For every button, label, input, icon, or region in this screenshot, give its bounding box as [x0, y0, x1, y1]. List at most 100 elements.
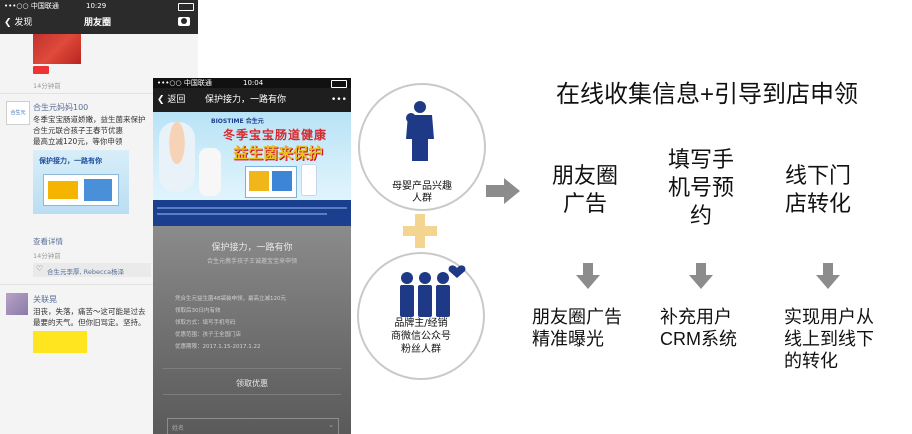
product-label — [272, 171, 292, 191]
title-line: 店转化 — [784, 191, 851, 216]
arrow-down-icon — [816, 263, 840, 289]
brand-logo: BIOSTIME 合生元 — [211, 118, 264, 125]
title-line: 朋友圈 — [551, 163, 618, 188]
band-text-line — [157, 207, 347, 209]
group-of-people-icon — [400, 265, 466, 317]
result-line: 朋友圈广告 — [532, 307, 622, 327]
back-button[interactable]: ❮ 发现 — [4, 12, 32, 34]
post-ad-image[interactable]: 保护接力，一路有你 — [33, 150, 129, 214]
post-author[interactable]: 合生元妈妈100 — [33, 103, 89, 112]
camera-icon[interactable] — [178, 17, 190, 26]
chevron-down-icon: ⌄ — [328, 421, 334, 429]
page-title: 朋友圈 — [84, 18, 112, 28]
column-2-result: 补充用户 CRM系统 — [660, 306, 737, 350]
divider — [0, 93, 198, 94]
circle-label-line-2: 人群 — [412, 193, 432, 204]
banner-headline-2: 益生菌来保护 — [233, 144, 324, 162]
post-text-line-1: 泪丧，失落，痛苦～这可能是过去 — [33, 307, 146, 316]
product-box — [245, 166, 297, 198]
post-image[interactable] — [33, 34, 81, 64]
post-text-line-3: 最高立减120元，等你申领 — [33, 137, 123, 146]
mother-baby-icon — [406, 101, 434, 161]
name-field-placeholder: 姓名 — [172, 425, 185, 432]
post-time: 14分钟前 — [33, 252, 61, 260]
result-line: CRM系统 — [660, 329, 737, 349]
arrow-right-icon — [486, 178, 520, 204]
avatar[interactable] — [6, 293, 28, 315]
likes-names[interactable]: 合生元李厚, Rebecca杨泽 — [47, 268, 125, 276]
ad-card-text: 保护接力，一路有你 — [39, 157, 102, 165]
back-button[interactable]: ❮ 返回 — [157, 88, 185, 112]
clock: 10:29 — [86, 2, 107, 10]
back-label: 发现 — [14, 18, 33, 28]
page-title: 保护接力，一路有你 — [205, 95, 287, 105]
offer-subtitle: 合生元携手孩子王诚邀宝宝来申领 — [206, 258, 297, 265]
avatar[interactable]: 合生元 — [6, 101, 30, 125]
chevron-left-icon: ❮ — [4, 18, 12, 28]
nav-bar: ❮ 发现 朋友圈 — [0, 12, 198, 34]
column-3-title: 线下门 店转化 — [783, 162, 853, 218]
offer-info-line: 领取后30日内有效 — [175, 308, 221, 314]
offer-form: 保护接力，一路有你 合生元携手孩子王诚邀宝宝来申领 凭合生元益生菌48袋装申领，… — [153, 226, 351, 434]
more-icon[interactable]: ••• — [331, 95, 347, 105]
divider — [163, 394, 341, 395]
offer-info-line: 优惠范围：孩子王全国门店 — [175, 332, 242, 338]
arrow-down-icon — [576, 263, 600, 289]
plus-icon — [403, 214, 437, 248]
status-bar: •••○○ 中国联通 10:04 — [153, 78, 351, 88]
claim-offer-button[interactable]: 领取优惠 — [236, 379, 268, 388]
banner-band — [153, 200, 351, 226]
offer-info-line: 凭合生元益生菌48袋装申领，最高立减120元 — [175, 296, 286, 302]
product-box — [43, 174, 119, 206]
nav-bar: ❮ 返回 保护接力，一路有你 ••• — [153, 88, 351, 112]
headline: 在线收集信息+引导到店申领 — [556, 81, 859, 108]
audience-circle-brand-fans: 品牌主/经销 商微信公众号 粉丝人群 — [357, 252, 485, 380]
banner-headline-1: 冬季宝宝肠道健康 — [223, 128, 328, 142]
divider — [0, 284, 198, 285]
column-2-title: 填写手 机号预 约 — [666, 146, 736, 230]
baby-photo — [199, 148, 221, 196]
arrow-down-icon — [689, 263, 713, 289]
column-1-result: 朋友圈广告 精准曝光 — [532, 306, 622, 350]
title-line: 约 — [689, 203, 712, 228]
post-text-line-1: 冬季宝宝肠道娇嫩，益生菌来保护 — [33, 115, 146, 124]
carrier: •••○○ 中国联通 — [157, 79, 212, 87]
likes-bar: ♡ 合生元李厚, Rebecca杨泽 — [33, 263, 151, 277]
post-image[interactable] — [33, 331, 87, 353]
landing-page-screenshot: •••○○ 中国联通 10:04 ❮ 返回 保护接力，一路有你 ••• BIOS… — [153, 78, 351, 434]
column-1-title: 朋友圈 广告 — [550, 162, 620, 218]
result-line: 线上到线下 — [784, 329, 874, 349]
status-bar: •••○○ 中国联通 10:29 — [0, 0, 198, 12]
offer-title: 保护接力，一路有你 — [211, 243, 293, 253]
camera-lens — [181, 18, 187, 24]
product-label — [48, 181, 78, 199]
audience-circle-mom-baby: 母婴产品兴趣 人群 — [358, 83, 486, 211]
divider — [163, 368, 341, 369]
circle-label-line-3: 粉丝人群 — [401, 344, 441, 355]
heart-icon: ♡ — [36, 264, 44, 273]
offer-info-line: 优惠期限：2017.1.15-2017.1.22 — [175, 344, 261, 350]
battery-icon — [331, 80, 347, 88]
carrier: •••○○ 中国联通 — [4, 2, 59, 10]
post-author[interactable]: 关联晃 — [33, 295, 57, 304]
circle-label-line-2: 商微信公众号 — [391, 331, 451, 342]
offer-info-line: 领取方式：填写手机号码 — [175, 320, 236, 326]
result-line: 补充用户 — [660, 307, 732, 327]
circle-label-line-1: 母婴产品兴趣 — [392, 181, 452, 192]
post-text-line-2: 最要的天气。但你旧骂定。坚持。 — [33, 318, 146, 327]
details-link[interactable]: 查看详情 — [33, 237, 63, 246]
circle-label-line-1: 品牌主/经销 — [394, 318, 448, 329]
clock: 10:04 — [243, 79, 264, 87]
battery-icon — [178, 3, 194, 11]
product-label — [249, 171, 269, 191]
name-field[interactable]: 姓名 ⌄ — [167, 418, 339, 434]
back-label: 返回 — [167, 95, 186, 105]
chevron-left-icon: ❮ — [157, 95, 165, 105]
post-text-line-2: 合生元联合孩子王春节优惠 — [33, 126, 123, 135]
band-text-line — [157, 213, 327, 215]
post-time: 14分钟前 — [33, 82, 61, 90]
result-line: 实现用户从 — [784, 307, 874, 327]
app-logo-icon — [33, 66, 49, 74]
plus-horizontal — [403, 226, 437, 236]
mother-baby-photo — [159, 122, 195, 192]
